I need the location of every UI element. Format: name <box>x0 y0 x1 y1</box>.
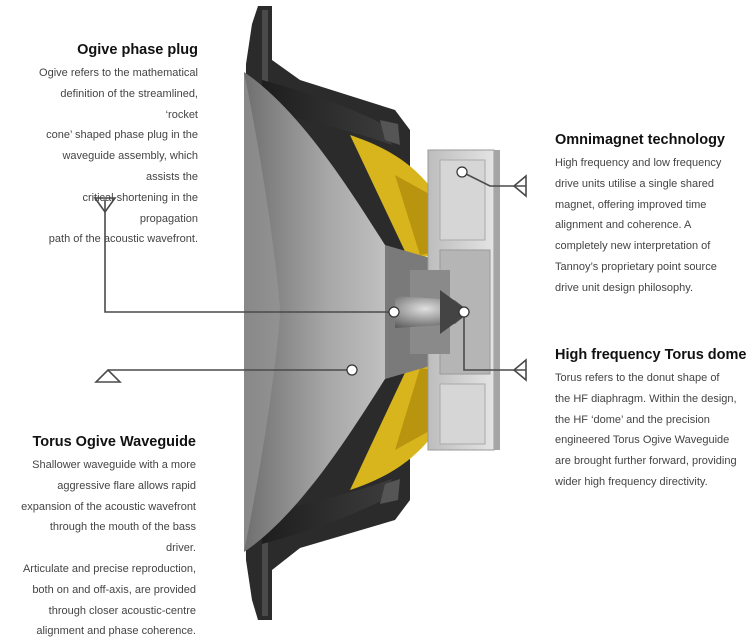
leader-lines <box>93 171 527 383</box>
callout-dots <box>346 166 470 376</box>
callout-body: High frequency and low frequency drive u… <box>555 157 722 294</box>
callout-title: Omnimagnet technology <box>555 132 725 148</box>
waveguide-dot <box>346 364 358 376</box>
callout-ogive-phase-plug: Ogive phase plug Ogive refers to the mat… <box>28 42 198 250</box>
ogive-phase-plug <box>395 290 470 334</box>
waveguide-antenna-icon <box>94 368 122 383</box>
callout-title: Torus Ogive Waveguide <box>32 434 196 450</box>
callout-omnimagnet-technology: Omnimagnet technology High frequency and… <box>555 132 745 299</box>
ogive-leader <box>104 200 394 313</box>
callout-body: Shallower waveguide with a more aggressi… <box>21 459 196 638</box>
omnimagnet-antenna-icon <box>512 174 527 198</box>
torus-dome-antenna-icon <box>512 358 527 382</box>
callout-body: Torus refers to the donut shape of the H… <box>555 372 737 488</box>
torus-dome-dot <box>458 306 470 318</box>
callout-torus-ogive-waveguide: Torus Ogive Waveguide Shallower waveguid… <box>18 434 196 642</box>
callout-title: High frequency Torus dome <box>555 347 747 363</box>
torus-dome-leader <box>463 312 526 371</box>
surround <box>262 80 400 544</box>
driver-cutaway-illustration <box>93 6 527 620</box>
callout-body: Ogive refers to the mathematical definit… <box>39 67 198 246</box>
omnimagnet-dot <box>456 166 468 178</box>
callout-hf-torus-dome: High frequency Torus dome Torus refers t… <box>555 347 747 493</box>
ogive-antenna-icon <box>93 197 117 214</box>
callout-title: Ogive phase plug <box>77 42 198 58</box>
ogive-dot <box>388 306 400 318</box>
